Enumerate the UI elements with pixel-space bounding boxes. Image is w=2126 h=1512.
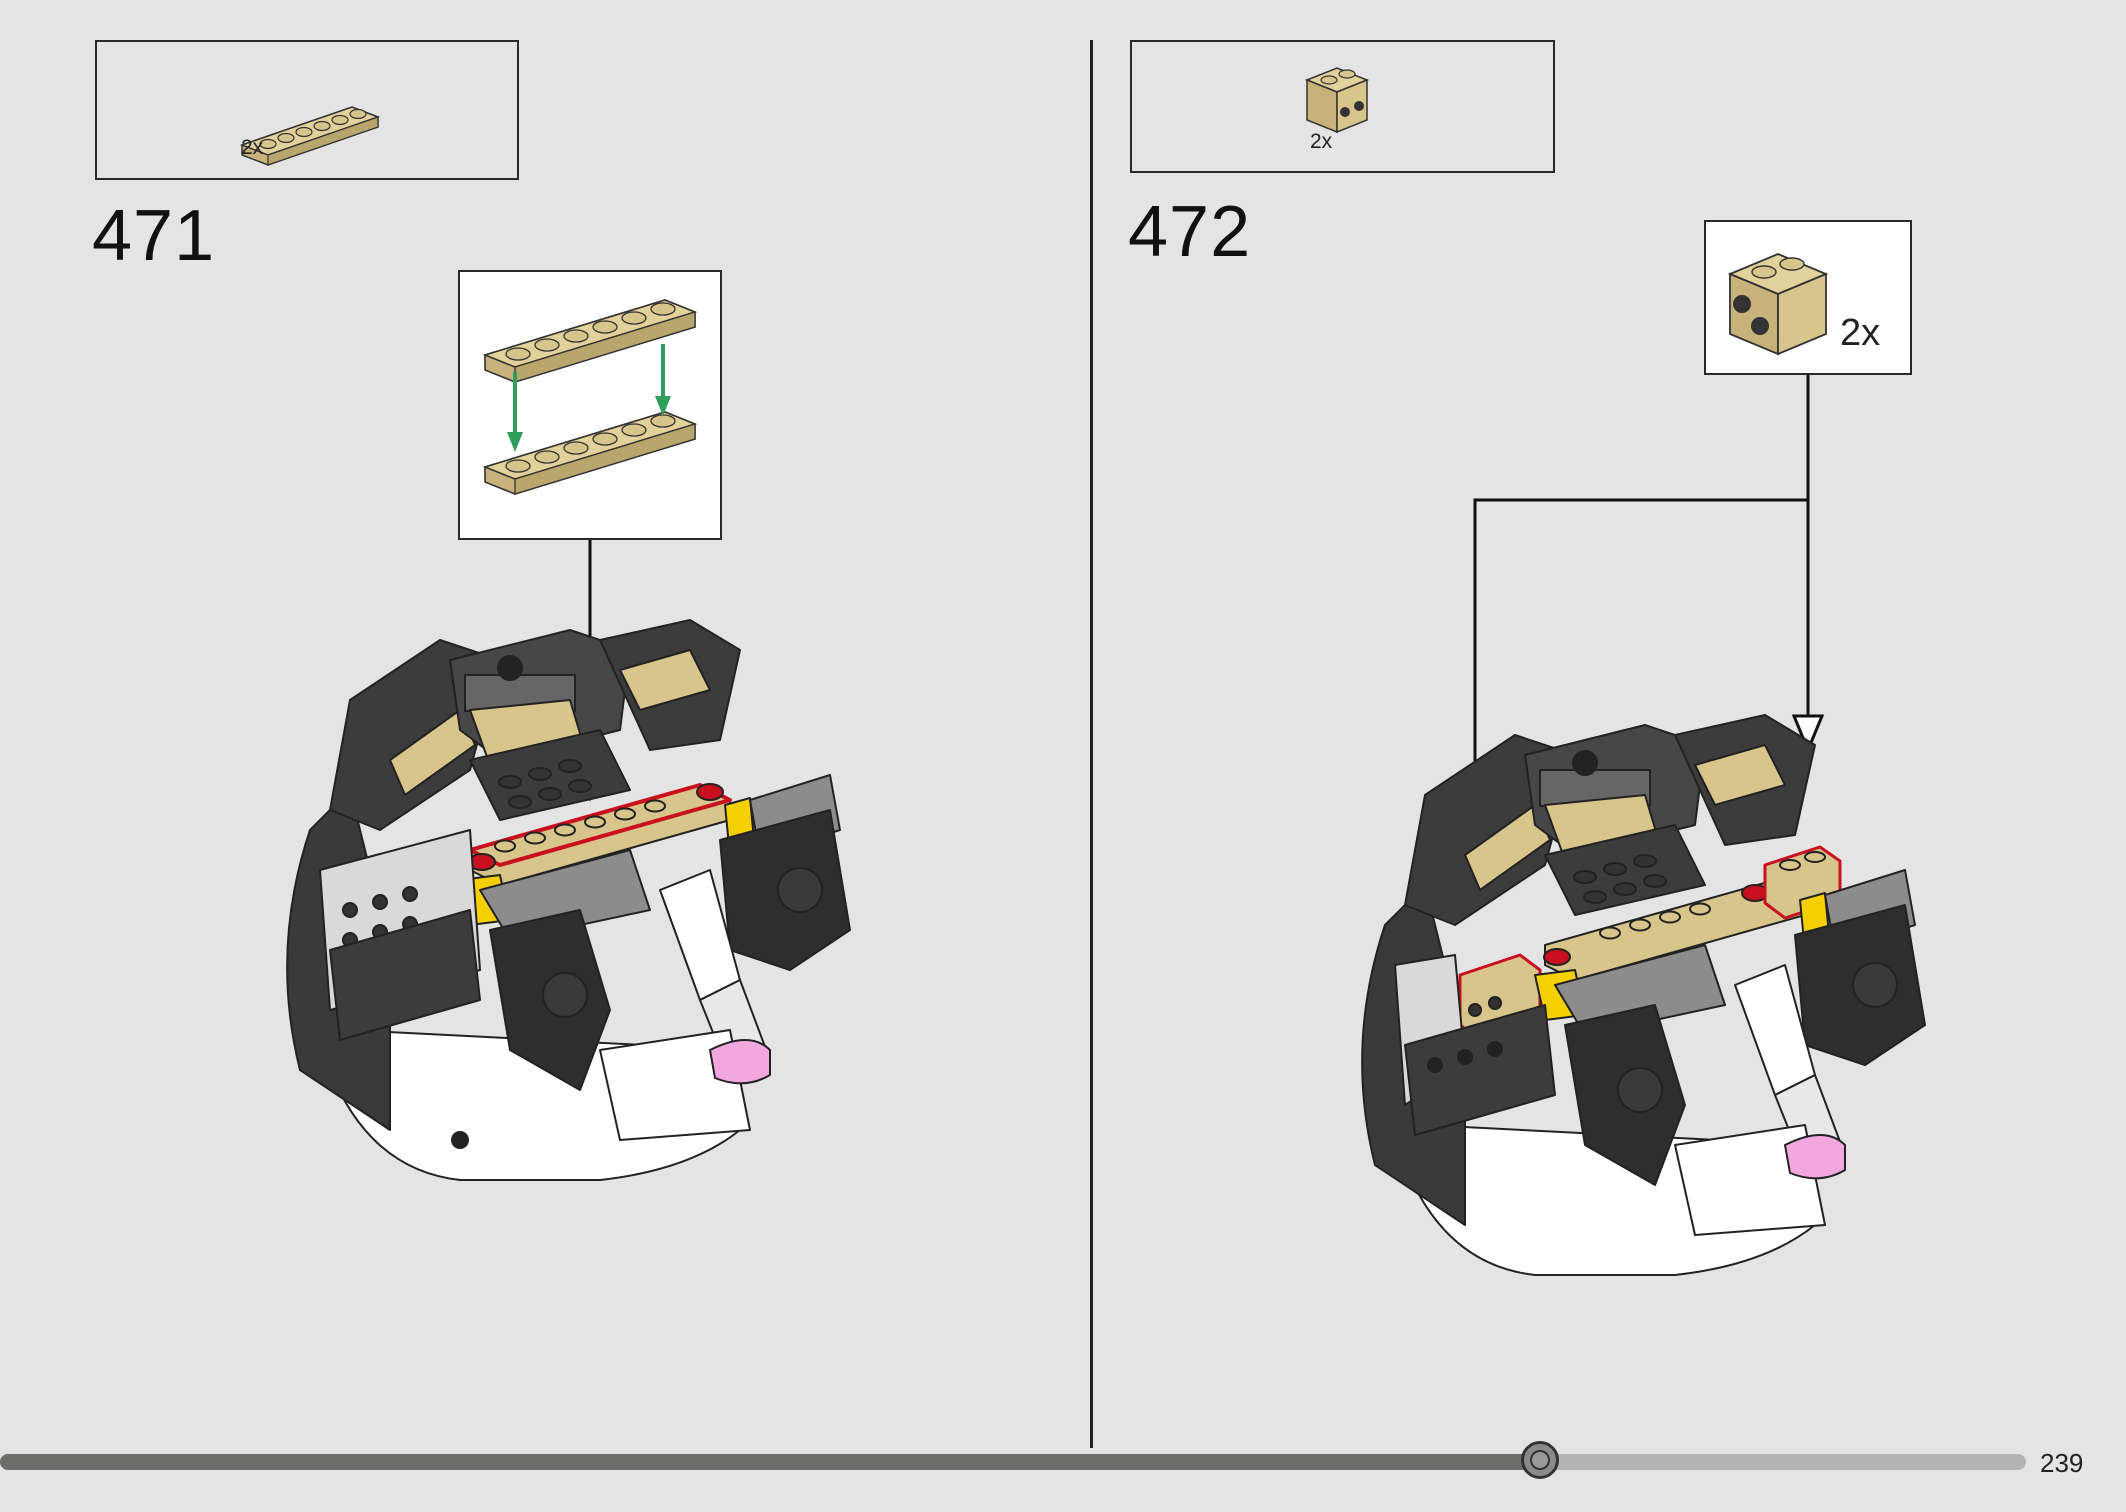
part-quantity: 2x — [1310, 130, 1333, 153]
model-assembly-471 — [286, 540, 851, 1181]
step-number: 471 — [92, 196, 216, 276]
parts-list-box: 2x — [95, 40, 519, 180]
page-divider — [1090, 40, 1093, 1448]
sub-assembly-callout: 2x — [1704, 220, 1912, 375]
parts-list-box: 2x — [1130, 40, 1555, 173]
sub-assembly-callout — [458, 270, 722, 540]
plate-stack-icon — [482, 299, 698, 495]
model-assembly-472 — [1361, 375, 1926, 1276]
callout-pointer-line — [1473, 375, 1810, 820]
part-quantity: 2x — [241, 136, 264, 159]
progress-bar[interactable] — [0, 1441, 2026, 1479]
page-number: 239 — [2040, 1448, 2084, 1478]
callout-pointer-arrowhead — [1791, 714, 1825, 754]
progress-fill — [0, 1454, 1540, 1470]
callout-quantity: 2x — [1840, 312, 1881, 354]
tan-brick-1x2-side-studs-icon — [1304, 67, 1370, 134]
tan-plate-1x6-icon — [239, 106, 381, 166]
progress-knob[interactable] — [1520, 1441, 1559, 1479]
tan-brick-1x2-side-studs-icon — [1727, 253, 1829, 356]
step-number: 472 — [1128, 192, 1252, 272]
